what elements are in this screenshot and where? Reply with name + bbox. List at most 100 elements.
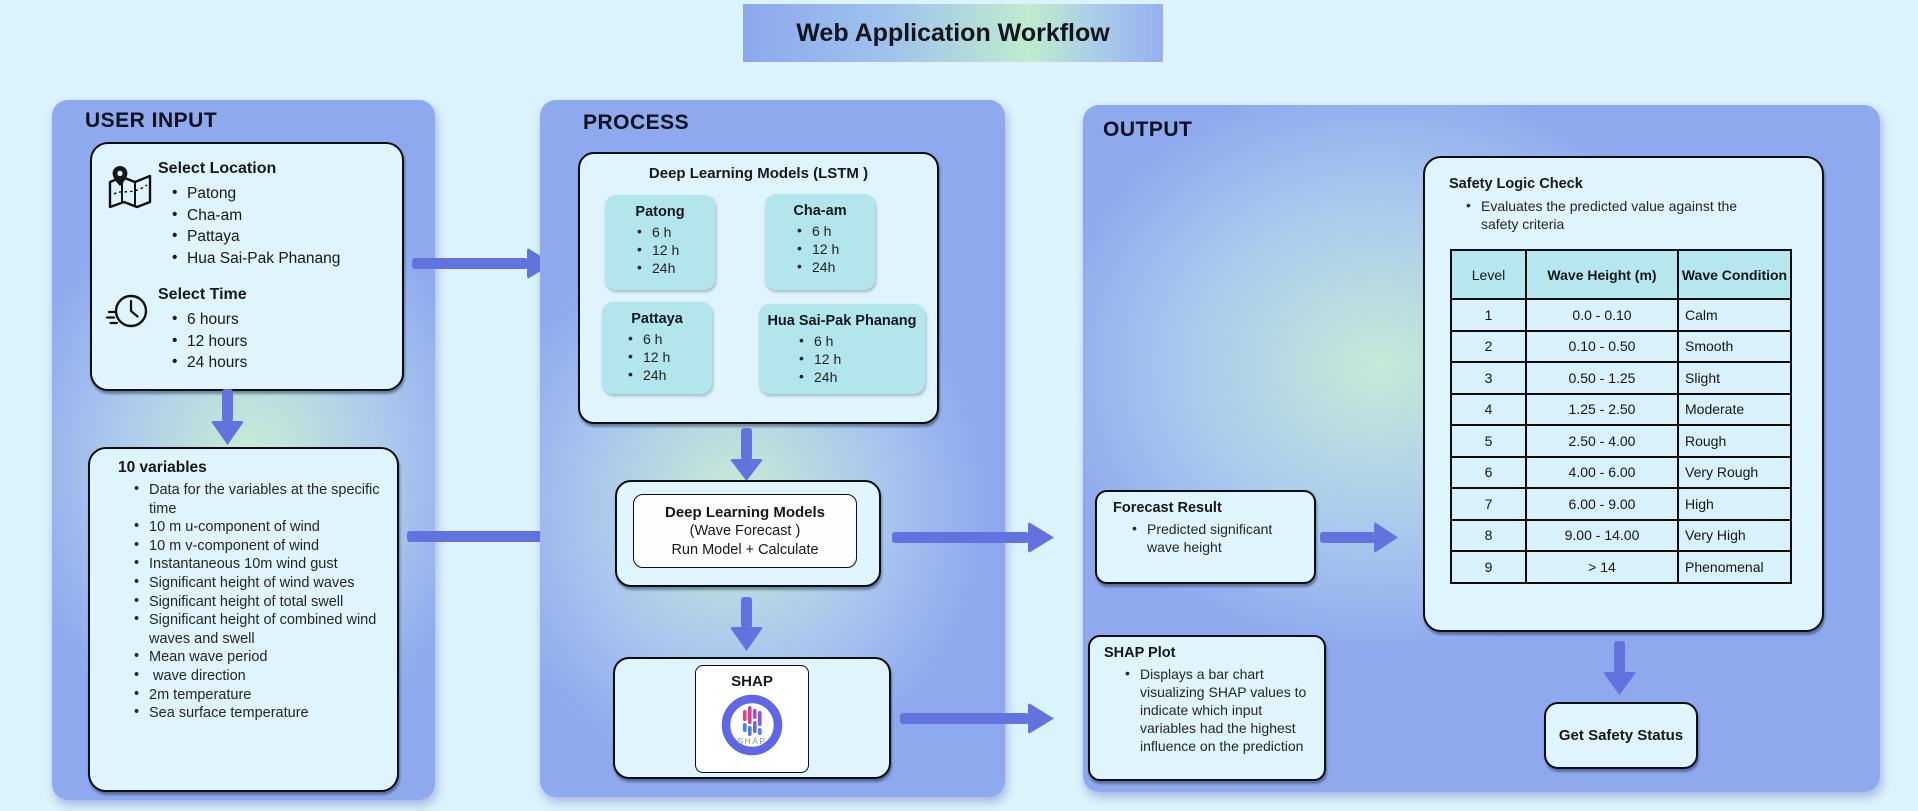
shap-logo-icon: SHAP bbox=[721, 694, 783, 756]
level-cell: 4 bbox=[1450, 392, 1527, 426]
forecast-result-title: Forecast Result bbox=[1113, 500, 1222, 516]
time-option: 12 hours bbox=[170, 330, 370, 353]
map-location-icon bbox=[108, 166, 152, 209]
variable-item: Instantaneous 10m wind gust bbox=[132, 554, 380, 574]
location-option: Patong bbox=[170, 182, 390, 205]
wave-forecast-box: Deep Learning Models (Wave Forecast ) Ru… bbox=[615, 480, 881, 587]
safety-logic-title: Safety Logic Check bbox=[1449, 176, 1583, 192]
level-cell: 3 bbox=[1450, 361, 1527, 395]
level-cell: 6 bbox=[1450, 455, 1527, 489]
model-horizons: 6 h 12 h 24h bbox=[635, 222, 715, 277]
table-row: 6 4.00 - 6.00 Very Rough bbox=[1450, 455, 1792, 489]
user-input-heading: USER INPUT bbox=[85, 109, 218, 132]
model-box-huasaipakphanang: Hua Sai-Pak Phanang 6 h 12 h 24h bbox=[759, 304, 925, 394]
variables-title: 10 variables bbox=[118, 459, 207, 476]
shap-box: SHAP SHAP bbox=[613, 657, 891, 779]
select-time-list: 6 hours 12 hours 24 hours bbox=[170, 308, 370, 374]
select-box: Select Location Patong Cha-am Pattaya Hu… bbox=[90, 142, 404, 391]
location-option: Hua Sai-Pak Phanang bbox=[170, 247, 390, 270]
model-horizons: 6 h 12 h 24h bbox=[626, 329, 712, 384]
shap-plot-title: SHAP Plot bbox=[1104, 645, 1176, 661]
horizon-item: 12 h bbox=[795, 239, 875, 258]
variable-item: 2m temperature bbox=[132, 685, 380, 705]
model-name: Pattaya bbox=[631, 311, 683, 327]
lstm-models-box: Deep Learning Models (LSTM ) Patong 6 h … bbox=[578, 152, 939, 424]
level-cell: 7 bbox=[1450, 487, 1527, 521]
height-cell: 4.00 - 6.00 bbox=[1525, 455, 1679, 489]
select-time-title: Select Time bbox=[158, 286, 247, 303]
condition-cell: High bbox=[1677, 487, 1792, 521]
shap-title: SHAP bbox=[731, 673, 773, 690]
height-cell: 0.50 - 1.25 bbox=[1525, 361, 1679, 395]
diagram-title: Web Application Workflow bbox=[743, 4, 1163, 62]
height-cell: 0.0 - 0.10 bbox=[1525, 298, 1679, 332]
level-cell: 2 bbox=[1450, 329, 1527, 363]
horizon-item: 12 h bbox=[797, 349, 925, 368]
horizon-item: 6 h bbox=[626, 329, 712, 348]
level-cell: 1 bbox=[1450, 298, 1527, 332]
condition-cell: Very Rough bbox=[1677, 455, 1792, 489]
table-header-row: Level Wave Height (m) Wave Condition bbox=[1450, 249, 1792, 300]
col-header-wave-condition: Wave Condition bbox=[1677, 249, 1792, 300]
safety-logic-list: Evaluates the predicted value against th… bbox=[1464, 196, 1754, 233]
condition-cell: Very High bbox=[1677, 518, 1792, 552]
col-header-wave-height: Wave Height (m) bbox=[1525, 249, 1679, 300]
shap-plot-item: Displays a bar chart visualizing SHAP va… bbox=[1123, 664, 1309, 755]
model-name: Cha-am bbox=[793, 203, 847, 219]
variable-item: Sea surface temperature bbox=[132, 703, 380, 723]
safety-table: Level Wave Height (m) Wave Condition 1 0… bbox=[1450, 249, 1792, 584]
variable-item: Data for the variables at the specific t… bbox=[132, 480, 380, 518]
height-cell: 6.00 - 9.00 bbox=[1525, 487, 1679, 521]
location-option: Pattaya bbox=[170, 225, 390, 248]
model-box-patong: Patong 6 h 12 h 24h bbox=[605, 195, 715, 290]
variable-item: 10 m u-component of wind bbox=[132, 517, 380, 537]
wave-forecast-inner-box: Deep Learning Models (Wave Forecast ) Ru… bbox=[633, 494, 857, 568]
process-heading: PROCESS bbox=[583, 111, 690, 134]
height-cell: 0.10 - 0.50 bbox=[1525, 329, 1679, 363]
model-name: Patong bbox=[635, 204, 685, 220]
select-location-title: Select Location bbox=[158, 160, 277, 177]
model-box-pattaya: Pattaya 6 h 12 h 24h bbox=[602, 302, 712, 394]
variable-item: Significant height of total swell bbox=[132, 592, 380, 612]
wave-forecast-line2: (Wave Forecast ) bbox=[689, 522, 801, 539]
horizon-item: 6 h bbox=[635, 222, 715, 241]
model-horizons: 6 h 12 h 24h bbox=[795, 221, 875, 276]
condition-cell: Phenomenal bbox=[1677, 550, 1792, 584]
horizon-item: 24h bbox=[635, 258, 715, 277]
height-cell: 2.50 - 4.00 bbox=[1525, 424, 1679, 458]
table-row: 9 > 14 Phenomenal bbox=[1450, 550, 1792, 584]
safety-logic-item: Evaluates the predicted value against th… bbox=[1464, 196, 1754, 233]
height-cell: 1.25 - 2.50 bbox=[1525, 392, 1679, 426]
model-name: Hua Sai-Pak Phanang bbox=[767, 313, 917, 329]
condition-cell: Smooth bbox=[1677, 329, 1792, 363]
level-cell: 9 bbox=[1450, 550, 1527, 584]
forecast-result-list: Predicted significant wave height bbox=[1130, 519, 1290, 556]
shap-inner-box: SHAP SHAP bbox=[695, 665, 809, 773]
horizon-item: 12 h bbox=[635, 240, 715, 259]
shap-plot-list: Displays a bar chart visualizing SHAP va… bbox=[1123, 664, 1309, 755]
variable-item: Mean wave period bbox=[132, 647, 380, 667]
condition-cell: Calm bbox=[1677, 298, 1792, 332]
height-cell: 9.00 - 14.00 bbox=[1525, 518, 1679, 552]
level-cell: 8 bbox=[1450, 518, 1527, 552]
table-row: 2 0.10 - 0.50 Smooth bbox=[1450, 329, 1792, 363]
horizon-item: 6 h bbox=[795, 221, 875, 240]
variable-item: 10 m v-component of wind bbox=[132, 536, 380, 556]
forecast-result-box: Forecast Result Predicted significant wa… bbox=[1095, 490, 1316, 584]
horizon-item: 24h bbox=[626, 365, 712, 384]
variable-item: Significant height of wind waves bbox=[132, 573, 380, 593]
table-row: 8 9.00 - 14.00 Very High bbox=[1450, 518, 1792, 552]
diagram-title-text: Web Application Workflow bbox=[796, 18, 1110, 47]
condition-cell: Slight bbox=[1677, 361, 1792, 395]
table-row: 3 0.50 - 1.25 Slight bbox=[1450, 361, 1792, 395]
horizon-item: 6 h bbox=[797, 331, 925, 350]
height-cell: > 14 bbox=[1525, 550, 1679, 584]
select-location-list: Patong Cha-am Pattaya Hua Sai-Pak Phanan… bbox=[170, 182, 390, 270]
output-heading: OUTPUT bbox=[1103, 118, 1193, 141]
get-safety-status-label: Get Safety Status bbox=[1558, 727, 1684, 744]
table-row: 7 6.00 - 9.00 High bbox=[1450, 487, 1792, 521]
horizon-item: 12 h bbox=[626, 347, 712, 366]
table-row: 4 1.25 - 2.50 Moderate bbox=[1450, 392, 1792, 426]
shap-plot-box: SHAP Plot Displays a bar chart visualizi… bbox=[1088, 635, 1326, 781]
